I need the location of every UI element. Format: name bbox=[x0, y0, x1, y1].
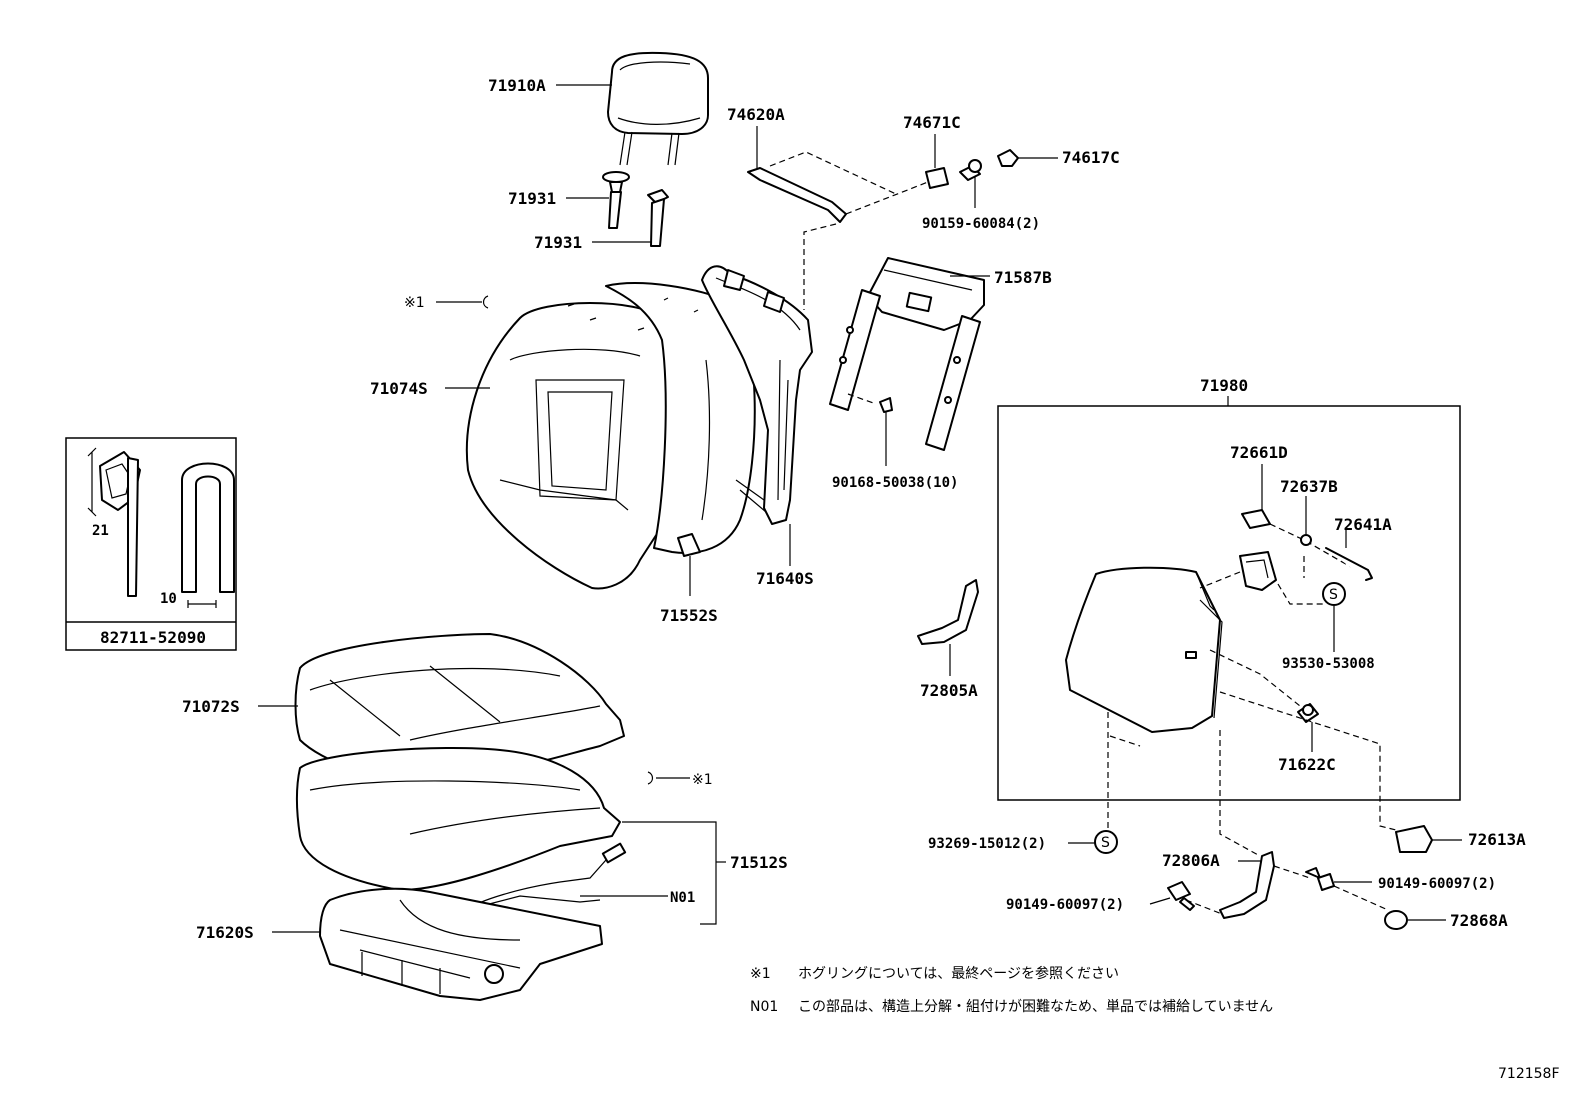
part-72637B-label: 72637B bbox=[1280, 477, 1338, 496]
part-71074S-label: 71074S bbox=[370, 379, 428, 398]
note-1-mark: ※1 bbox=[750, 966, 771, 982]
bracket-72805A bbox=[917, 579, 979, 645]
inset-part-label: 82711-52090 bbox=[100, 628, 206, 647]
part-71980-label: 71980 bbox=[1200, 376, 1248, 395]
inset-dim-b: 10 bbox=[160, 591, 177, 607]
part-71910A-label: 71910A bbox=[488, 76, 546, 95]
bolt-90149-left bbox=[1167, 881, 1195, 911]
screw-90168 bbox=[879, 397, 893, 413]
part-N01-label: N01 bbox=[670, 890, 695, 906]
note-1-text: ホグリングについては、最終ページを参照ください bbox=[798, 965, 1119, 982]
hog-ring-mark-1: ※1 bbox=[404, 295, 425, 311]
part-71587B-label: 71587B bbox=[994, 268, 1052, 287]
part-72641A-label: 72641A bbox=[1334, 515, 1392, 534]
headrest bbox=[607, 51, 709, 166]
part-93530-label: 93530-53008 bbox=[1282, 656, 1375, 672]
part-74671C-label: 74671C bbox=[903, 113, 961, 132]
note-2-mark: N01 bbox=[750, 999, 778, 1015]
part-90149-label-left: 90149-60097(2) bbox=[1006, 897, 1124, 913]
part-71552S-label: 71552S bbox=[660, 606, 718, 625]
headrest-guide-1 bbox=[602, 171, 630, 229]
part-72805A-label: 72805A bbox=[920, 681, 978, 700]
part-90168-label: 90168-50038(10) bbox=[832, 475, 958, 491]
part-72661D-label: 72661D bbox=[1230, 443, 1288, 462]
part-72613A-label: 72613A bbox=[1468, 830, 1526, 849]
cover-72613A bbox=[1395, 825, 1433, 853]
part-71640S-label: 71640S bbox=[756, 569, 814, 588]
hook-72661D bbox=[1241, 509, 1271, 529]
rod-72641A bbox=[1325, 547, 1373, 581]
note-2-text: この部品は、構造上分解・組付けが困難なため、単品では補給していません bbox=[798, 999, 1273, 1015]
s-symbol-text-2: S bbox=[1101, 835, 1110, 851]
part-90149-label-right: 90149-60097(2) bbox=[1378, 876, 1496, 892]
hog-ring-mark-2: ※1 bbox=[692, 772, 713, 788]
seat-cushion-cover bbox=[294, 633, 625, 782]
s-symbol-text-1: S bbox=[1329, 587, 1338, 603]
headrest-guide-2 bbox=[647, 189, 669, 247]
clip-74671C bbox=[925, 167, 949, 189]
lumbar-frame bbox=[829, 257, 985, 451]
seatback-board bbox=[1065, 566, 1223, 733]
part-74620A-label: 74620A bbox=[727, 105, 785, 124]
part-71931-label-2: 71931 bbox=[534, 233, 582, 252]
bolt-90149-right bbox=[1305, 867, 1335, 891]
part-72806A-label: 72806A bbox=[1162, 851, 1220, 870]
cap-72868A bbox=[1384, 910, 1408, 930]
part-74617C-label: 74617C bbox=[1062, 148, 1120, 167]
inset-detail bbox=[65, 437, 237, 651]
clip-71622C bbox=[1297, 703, 1319, 723]
part-71512S-label: 71512S bbox=[730, 853, 788, 872]
s-symbol-2 bbox=[1094, 830, 1118, 854]
part-90159-label: 90159-60084(2) bbox=[922, 216, 1040, 232]
assembly-71980-box bbox=[997, 405, 1461, 801]
seatback-cover bbox=[465, 302, 676, 590]
s-symbol-1 bbox=[1322, 582, 1346, 606]
part-71931-label-1: 71931 bbox=[508, 189, 556, 208]
seat-cushion-pad bbox=[296, 747, 621, 891]
seatback-frame bbox=[701, 265, 813, 525]
figure-id: 712158F bbox=[1498, 1066, 1560, 1082]
part-72868A-label: 72868A bbox=[1450, 911, 1508, 930]
bracket-72806A bbox=[1219, 851, 1275, 919]
clip-72637B bbox=[1300, 534, 1312, 546]
clip-74617C bbox=[997, 149, 1019, 167]
part-71072S-label: 71072S bbox=[182, 697, 240, 716]
part-71620S-label: 71620S bbox=[196, 923, 254, 942]
lock-housing bbox=[1239, 551, 1277, 591]
seat-pan bbox=[319, 887, 603, 1001]
inset-dim-a: 21 bbox=[92, 523, 109, 539]
part-71622C-label: 71622C bbox=[1278, 755, 1336, 774]
strap-bracket bbox=[747, 167, 847, 223]
bolt-90159 bbox=[959, 159, 982, 181]
part-93269-label: 93269-15012(2) bbox=[928, 836, 1046, 852]
